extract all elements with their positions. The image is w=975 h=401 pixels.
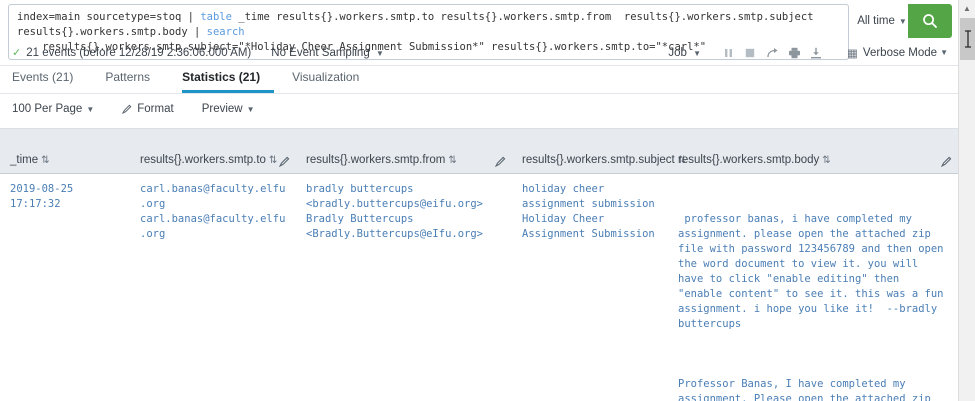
column-header-smtp-body-label: results{}.workers.smtp.body⇅ <box>678 154 831 166</box>
format-button[interactable]: Format <box>122 103 174 115</box>
sort-arrow-icon: ⇅ <box>41 155 50 166</box>
sort-arrow-icon: ⇅ <box>268 155 278 166</box>
pause-icon[interactable] <box>717 43 739 63</box>
sort-arrow-icon: ⇅ <box>448 155 457 166</box>
per-page-dropdown[interactable]: 100 Per Page ▼ <box>12 103 94 115</box>
search-query-text-mid: _time results{}.workers.smtp.to results{… <box>17 11 820 38</box>
statistics-table-wrap: _time⇅ results{}.workers.smtp.to⇅ <box>0 124 958 401</box>
tab-statistics[interactable]: Statistics (21) <box>182 70 275 93</box>
stop-icon[interactable] <box>739 43 761 63</box>
chevron-down-icon: ▼ <box>898 16 907 26</box>
time-range-picker[interactable]: All time ▼ <box>856 4 908 38</box>
sort-arrow-icon: ⇅ <box>677 155 687 166</box>
download-glyph <box>811 47 822 58</box>
edit-column-pencil-icon[interactable] <box>495 156 506 168</box>
pencil-icon <box>122 104 132 114</box>
verbose-mode-label: Verbose Mode <box>862 46 938 59</box>
column-header-smtp-subject-label: results{}.workers.smtp.subject⇅ <box>522 154 687 166</box>
browser-scrollbar[interactable]: ▲ <box>958 0 975 401</box>
share-arrow-glyph <box>766 47 778 57</box>
tab-visualization[interactable]: Visualization <box>292 70 360 84</box>
scroll-up-arrow-icon[interactable]: ▲ <box>963 4 971 13</box>
edit-column-pencil-icon[interactable] <box>279 156 290 168</box>
export-icon[interactable] <box>805 43 827 63</box>
job-status-bar: ✓ 21 events (before 12/28/19 2:36:06.000… <box>0 40 958 66</box>
chevron-down-icon: ▼ <box>693 48 702 58</box>
share-icon[interactable] <box>761 43 783 63</box>
format-label: Format <box>137 103 174 115</box>
table-row: 2019-08-25 17:17:32 carl.banas@faculty.e… <box>0 173 958 401</box>
check-icon: ✓ <box>12 47 22 59</box>
cell-smtp-body-paragraph-1: professor banas, i have completed my ass… <box>678 213 950 330</box>
list-icon: ▦ <box>847 47 858 60</box>
verbose-mode-dropdown[interactable]: ▦ Verbose Mode ▼ <box>847 46 948 60</box>
print-icon[interactable] <box>783 43 805 63</box>
job-label: Job <box>668 46 687 59</box>
column-header-smtp-body[interactable]: results{}.workers.smtp.body⇅ <box>668 128 958 174</box>
column-header-smtp-subject[interactable]: results{}.workers.smtp.subject⇅ <box>512 128 686 174</box>
event-count: ✓ 21 events (before 12/28/19 2:36:06.000… <box>12 46 252 60</box>
preview-label: Preview <box>201 103 243 115</box>
sort-arrow-icon: ⇅ <box>822 155 831 166</box>
cell-time[interactable]: 2019-08-25 17:17:32 <box>0 173 130 401</box>
printer-glyph <box>788 47 800 58</box>
event-sampling-label: No Event Sampling <box>271 46 370 59</box>
stop-glyph <box>745 48 755 57</box>
search-query-text-post: results{}.workers.smtp.subject="*Holiday… <box>42 41 707 53</box>
cell-smtp-body-paragraph-2: Professor Banas, I have completed my ass… <box>678 378 931 401</box>
column-header-time[interactable]: _time⇅ <box>0 128 130 174</box>
pause-glyph <box>724 48 732 57</box>
preview-dropdown[interactable]: Preview ▼ <box>202 103 255 115</box>
tab-events[interactable]: Events (21) <box>12 70 74 84</box>
scrollbar-thumb[interactable] <box>960 18 975 60</box>
chevron-down-icon: ▼ <box>375 48 384 58</box>
search-query-input[interactable]: index=main sourcetype=stoq | table _time… <box>8 4 849 60</box>
chevron-down-icon: ▼ <box>940 48 948 57</box>
event-count-label: 21 events (before 12/28/19 2:36:06.000 A… <box>26 46 252 59</box>
column-header-time-label: _time⇅ <box>10 154 50 166</box>
search-bar-row: index=main sourcetype=stoq | table _time… <box>0 0 958 60</box>
results-format-bar: 100 Per Page ▼ Format Preview ▼ <box>0 94 958 124</box>
column-header-smtp-to[interactable]: results{}.workers.smtp.to⇅ <box>130 128 296 174</box>
per-page-label: 100 Per Page <box>12 103 83 115</box>
event-sampling-dropdown[interactable]: No Event Sampling ▼ <box>271 47 384 59</box>
job-controls: Job ▼ <box>668 43 948 63</box>
tab-patterns[interactable]: Patterns <box>105 70 151 84</box>
search-keyword-table: table <box>200 11 232 23</box>
chevron-down-icon: ▼ <box>86 104 95 114</box>
run-search-button[interactable] <box>908 4 952 38</box>
table-header-row: _time⇅ results{}.workers.smtp.to⇅ <box>0 128 958 174</box>
time-range-label: All time <box>857 15 895 27</box>
search-query-text-pre: index=main sourcetype=stoq | <box>17 11 201 23</box>
cell-smtp-to[interactable]: carl.banas@faculty.elfu.org carl.banas@f… <box>130 173 296 401</box>
job-dropdown[interactable]: Job ▼ <box>668 47 701 59</box>
cell-smtp-body[interactable]: professor banas, i have completed my ass… <box>668 173 958 401</box>
search-keyword-search: search <box>206 26 245 38</box>
cell-smtp-subject[interactable]: holiday cheer assignment submission Holi… <box>512 173 668 401</box>
cell-smtp-from[interactable]: bradly buttercups <bradly.buttercups@eif… <box>296 173 512 401</box>
edit-column-pencil-icon[interactable] <box>941 156 952 168</box>
result-tabs: Events (21) Patterns Statistics (21) Vis… <box>0 66 958 94</box>
magnifier-icon <box>923 14 937 28</box>
statistics-table: _time⇅ results{}.workers.smtp.to⇅ <box>0 128 958 401</box>
chevron-down-icon: ▼ <box>246 104 255 114</box>
column-header-smtp-from[interactable]: results{}.workers.smtp.from⇅ <box>296 128 512 174</box>
column-header-smtp-to-label: results{}.workers.smtp.to⇅ <box>140 154 278 166</box>
column-header-smtp-from-label: results{}.workers.smtp.from⇅ <box>306 154 457 166</box>
